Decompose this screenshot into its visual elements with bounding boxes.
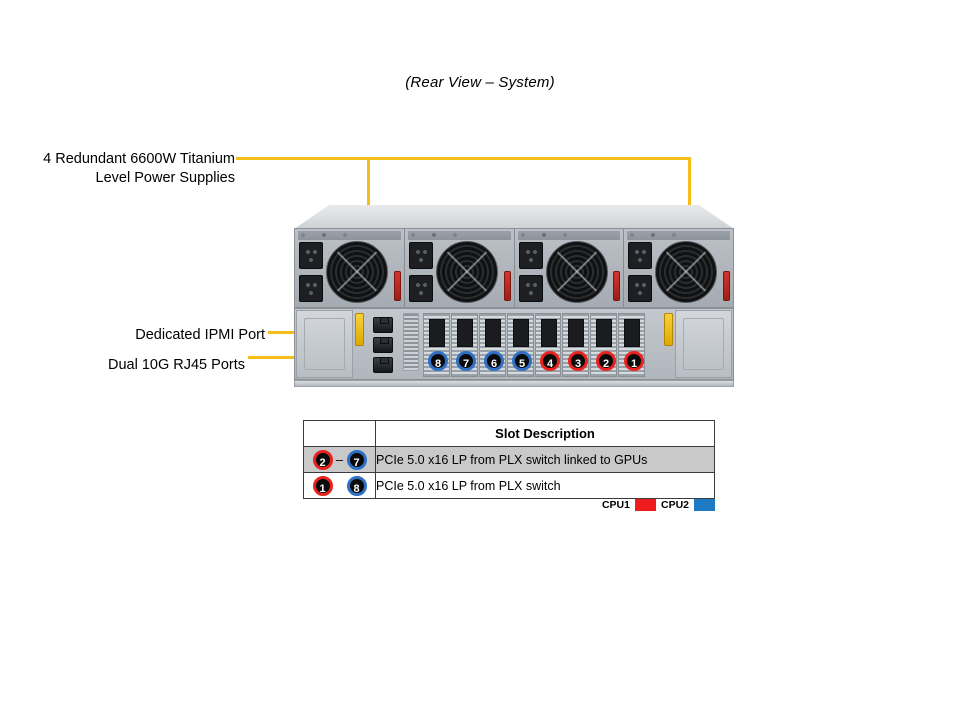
slot-badge-7: 7 [346, 449, 367, 470]
leader-line-power-supplies-horizontal [236, 157, 691, 160]
chassis-side-panel-right [675, 310, 732, 378]
cpu-color-legend: CPU1 CPU2 [600, 498, 715, 512]
psu-power-connectors [299, 242, 323, 302]
network-port-cluster [371, 315, 399, 375]
table-cell-description: PCIe 5.0 x16 LP from PLX switch linked t… [375, 446, 715, 473]
psu-power-connectors [628, 242, 653, 302]
power-inlet-icon [628, 275, 653, 302]
power-inlet-icon [408, 275, 433, 302]
power-inlet-icon [518, 242, 543, 269]
pcie-slot-bracket [450, 313, 478, 377]
callout-label-ipmi-port: Dedicated IPMI Port [135, 327, 265, 343]
slot-badge-6: 6 [484, 351, 504, 371]
slot-badge-1: 1 [624, 351, 644, 371]
slot-badge-7: 7 [456, 351, 476, 371]
chassis-handle-right [664, 313, 673, 346]
slot-description-table: Slot Description 2–7 PCIe 5.0 x16 LP fro… [303, 420, 715, 499]
slot-badge-8: 8 [346, 475, 367, 496]
slot-badge-1: 1 [312, 475, 333, 496]
table-cell-description: PCIe 5.0 x16 LP from PLX switch [375, 472, 715, 499]
table-header-row: Slot Description [303, 420, 715, 447]
power-supply-module [624, 229, 733, 307]
page-title: (Rear View – System) [405, 74, 555, 91]
slot-badge-5: 5 [512, 351, 532, 371]
power-supply-module [295, 229, 405, 307]
power-inlet-icon [518, 275, 543, 302]
power-inlet-icon [408, 242, 433, 269]
psu-release-handle [393, 271, 401, 301]
chassis-handle-left [355, 313, 364, 346]
legend-swatch-cpu1 [634, 499, 656, 511]
psu-screw-row [407, 231, 511, 240]
rj45-port-icon [373, 357, 393, 373]
slot-badge-8: 8 [428, 351, 448, 371]
server-chassis-rear-view: 8 7 6 5 4 3 2 1 [294, 205, 734, 387]
power-supply-module [514, 229, 625, 307]
power-inlet-icon [299, 275, 323, 302]
legend-swatch-cpu2 [694, 499, 715, 511]
power-inlet-icon [299, 242, 323, 269]
slot-badge-4: 4 [540, 351, 560, 371]
power-supply-bay [294, 228, 734, 308]
psu-release-handle [723, 271, 730, 301]
legend-label-cpu1: CPU1 [601, 499, 630, 511]
psu-power-connectors [518, 242, 543, 302]
ipmi-port-icon [373, 317, 393, 333]
psu-release-handle [503, 271, 511, 301]
legend-label-cpu2: CPU2 [660, 499, 689, 511]
psu-power-connectors [408, 242, 433, 302]
table-header-slot-description: Slot Description [375, 420, 715, 447]
chassis-top-cover [294, 205, 734, 229]
chassis-side-panel-left [296, 310, 353, 378]
psu-screw-row [298, 231, 401, 240]
psu-screw-row [627, 231, 730, 240]
psu-fan-grille-icon [655, 241, 718, 303]
table-row: 2–7 PCIe 5.0 x16 LP from PLX switch link… [303, 446, 715, 473]
table-cell-slot-badges: 2–7 [303, 446, 376, 473]
psu-release-handle [613, 271, 621, 301]
power-supply-module [404, 229, 515, 307]
io-panel-section: 8 7 6 5 4 3 2 1 [294, 308, 734, 380]
psu-fan-grille-icon [545, 241, 608, 303]
callout-label-rj45-ports: Dual 10G RJ45 Ports [107, 357, 245, 373]
badge-separator: – [335, 452, 344, 467]
callout-label-power-supplies: 4 Redundant 6600W Titanium Level Power S… [43, 151, 235, 186]
chassis-bottom-rail [294, 380, 734, 387]
slot-badge-3: 3 [568, 351, 588, 371]
slot-badge-2: 2 [312, 449, 333, 470]
psu-fan-grille-icon [326, 241, 388, 303]
psu-screw-row [517, 231, 621, 240]
power-inlet-icon [628, 242, 653, 269]
slot-badge-2: 2 [596, 351, 616, 371]
psu-fan-grille-icon [435, 241, 498, 303]
chassis-vent-grille [403, 313, 419, 371]
rj45-port-icon [373, 337, 393, 353]
table-header-blank [303, 420, 376, 447]
